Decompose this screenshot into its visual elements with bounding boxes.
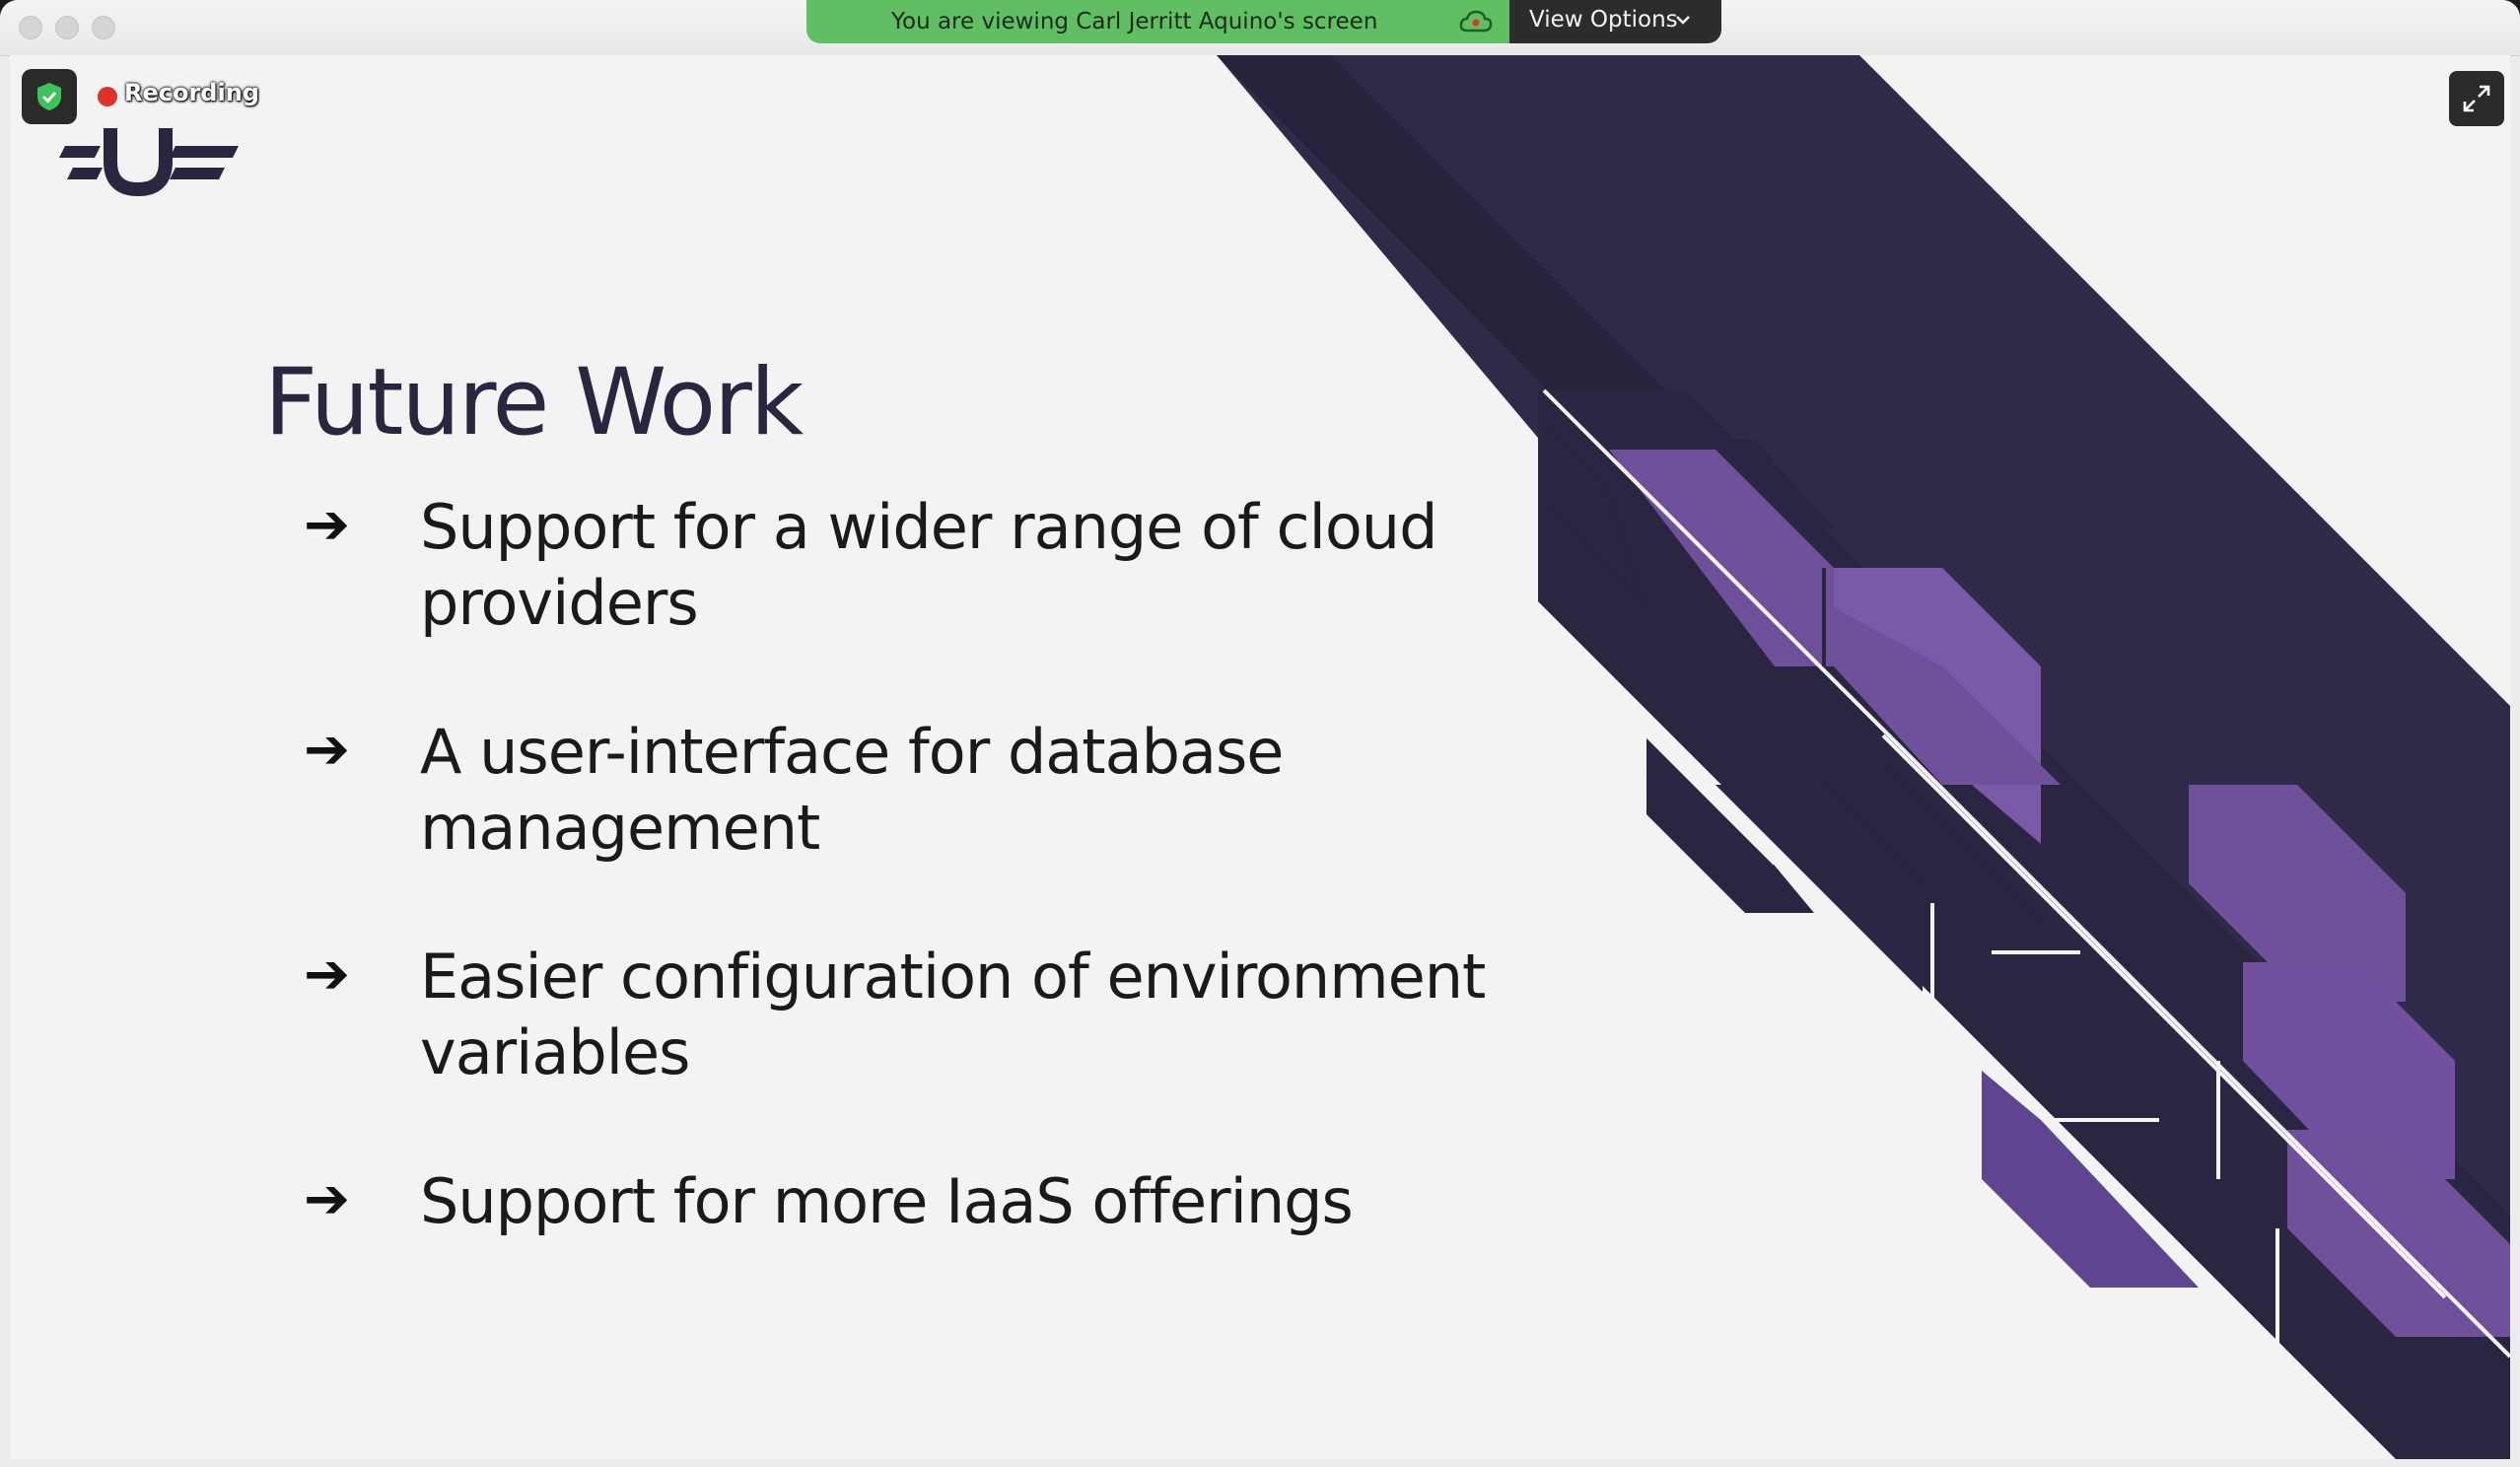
arrow-icon: ➔	[304, 1167, 350, 1231]
screen-share-banner: You are viewing Carl Jerritt Aquino's sc…	[806, 0, 1509, 43]
chevron-down-icon	[1676, 16, 1690, 25]
zoom-window-button[interactable]	[92, 16, 115, 39]
recording-label: Recording	[124, 79, 259, 106]
close-window-button[interactable]	[19, 16, 42, 39]
bullet-text: Support for more IaaS offerings	[420, 1165, 1354, 1237]
arrow-icon: ➔	[304, 718, 350, 782]
recording-indicator-icon	[98, 87, 117, 106]
bullet-text: Support for a wider range of cloud provi…	[420, 491, 1437, 639]
shield-check-icon	[37, 83, 61, 110]
title-bar: You are viewing Carl Jerritt Aquino's sc…	[0, 0, 2520, 56]
bullet-text: Easier configuration of environment vari…	[420, 941, 1486, 1088]
minimize-window-button[interactable]	[55, 16, 79, 39]
security-shield-button[interactable]	[22, 69, 77, 124]
fullscreen-button[interactable]	[2449, 71, 2504, 126]
cloud-record-icon	[1459, 10, 1493, 33]
presentation-logo	[59, 128, 239, 197]
screen-share-banner-text: You are viewing Carl Jerritt Aquino's sc…	[891, 9, 1378, 35]
bullet-text: A user-interface for database management	[420, 716, 1284, 864]
expand-icon	[2463, 85, 2490, 112]
shared-screen: Future Work ➔ Support for a wider range …	[10, 55, 2510, 1459]
arrow-icon: ➔	[304, 943, 350, 1007]
view-options-label: View Options	[1529, 7, 1678, 33]
arrow-icon: ➔	[304, 493, 350, 557]
view-options-button[interactable]: View Options	[1509, 0, 1721, 43]
slide-title: Future Work	[264, 349, 804, 456]
slide-decoration	[1217, 55, 2510, 1459]
